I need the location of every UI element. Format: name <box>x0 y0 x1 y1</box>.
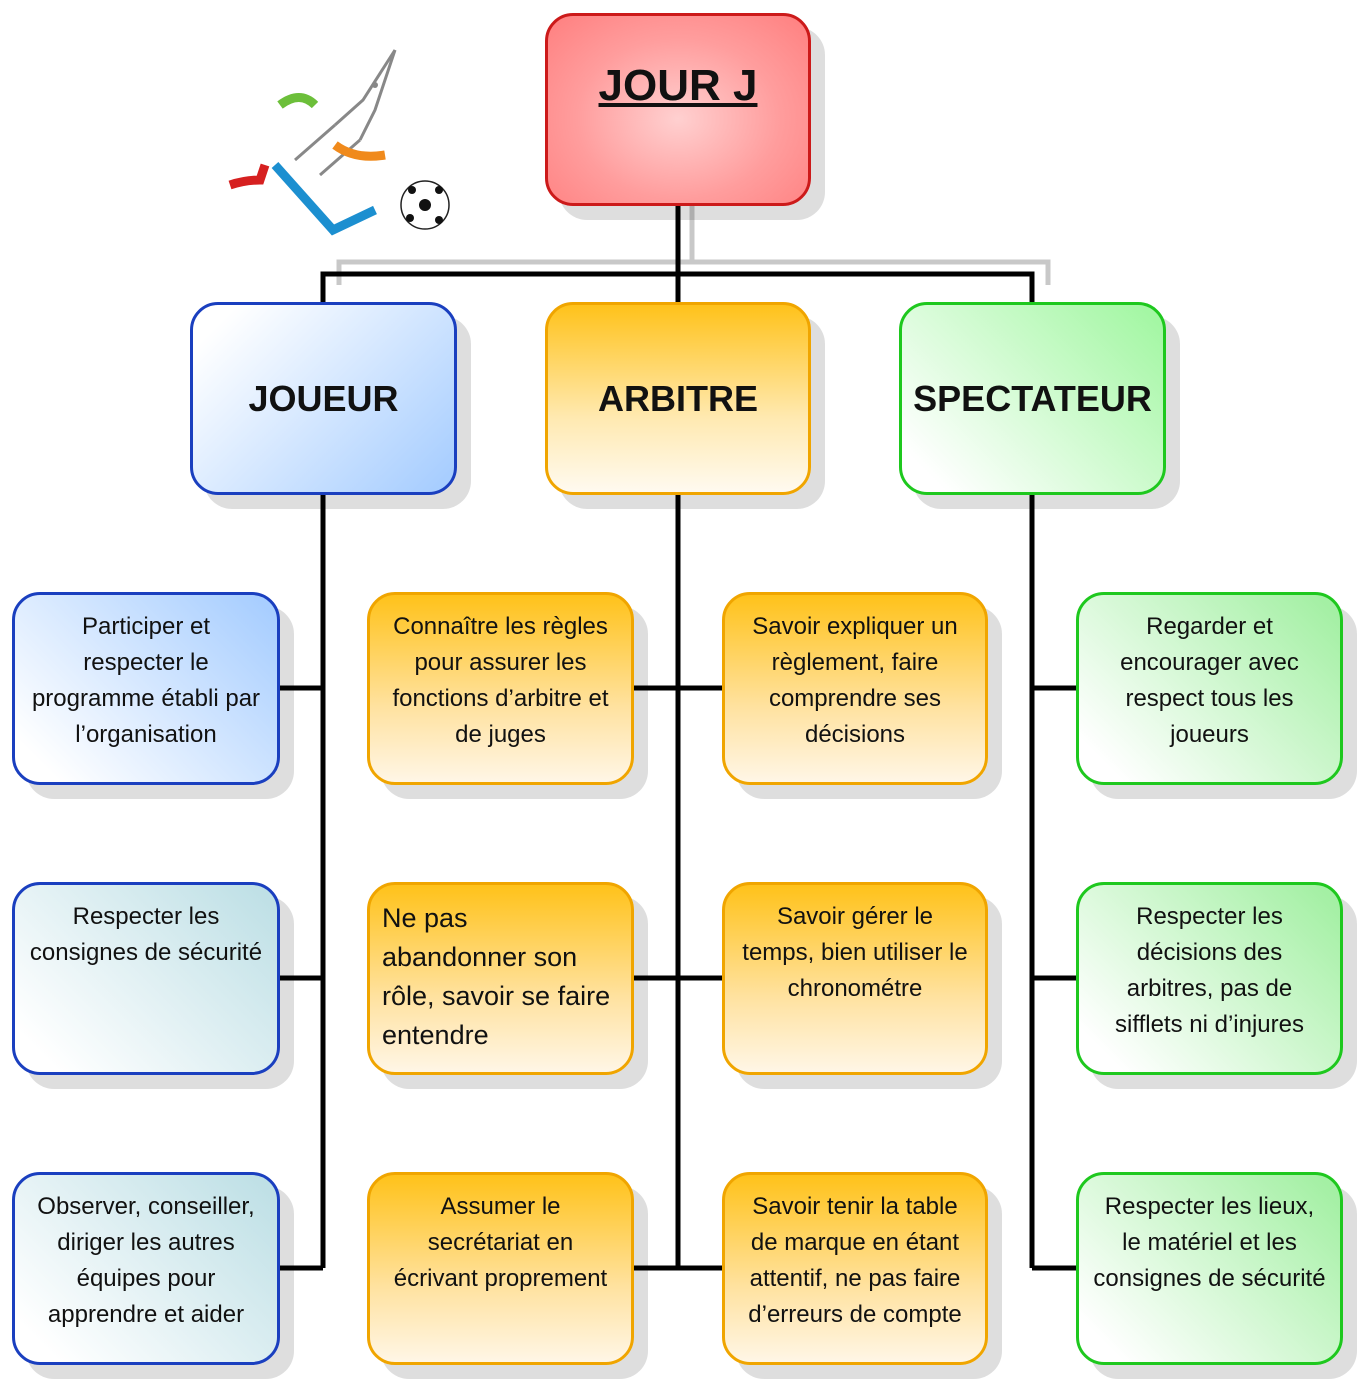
arbitre-header: ARBITRE <box>545 302 811 495</box>
arbitre-right-item-3: Savoir tenir la table de marque en étant… <box>722 1172 988 1365</box>
spectateur-item-text: Respecter les lieux, le matériel et les … <box>1093 1193 1326 1292</box>
arbitre-right-item-1: Savoir expliquer un règlement, faire com… <box>722 592 988 785</box>
arbitre-item-text: Savoir gérer le temps, bien utiliser le … <box>742 903 968 1002</box>
spectateur-header: SPECTATEUR <box>899 302 1166 495</box>
spectateur-item-3: Respecter les lieux, le matériel et les … <box>1076 1172 1343 1365</box>
joueur-item-3: Observer, conseiller, diriger les autres… <box>12 1172 280 1365</box>
arbitre-item-text: Connaître les règles pour assurer les fo… <box>392 613 609 748</box>
arbitre-left-item-1: Connaître les règles pour assurer les fo… <box>367 592 634 785</box>
joueur-item-1: Participer et respecter le programme éta… <box>12 592 280 785</box>
arbitre-right-item-2: Savoir gérer le temps, bien utiliser le … <box>722 882 988 1075</box>
joueur-header: JOUEUR <box>190 302 457 495</box>
joueur-title: JOUEUR <box>248 377 399 419</box>
joueur-item-text: Participer et respecter le programme éta… <box>31 613 261 748</box>
spectateur-item-text: Regarder et encourager avec respect tous… <box>1120 613 1299 748</box>
sport-logo-icon <box>228 49 450 236</box>
arbitre-left-item-2: Ne pas abandonner son rôle, savoir se fa… <box>367 882 634 1075</box>
root-label: JOUR J <box>598 61 758 110</box>
root-node: JOUR J <box>545 13 811 206</box>
spectateur-item-2: Respecter les décisions des arbitres, pa… <box>1076 882 1343 1075</box>
spectateur-title: SPECTATEUR <box>913 377 1152 419</box>
arbitre-left-item-3: Assumer le secrétariat en écrivant propr… <box>367 1172 634 1365</box>
joueur-item-text: Observer, conseiller, diriger les autres… <box>37 1193 255 1328</box>
soccer-ball-icon <box>400 180 450 230</box>
joueur-item-2: Respecter les consignes de sécurité <box>12 882 280 1075</box>
arbitre-title: ARBITRE <box>598 377 758 419</box>
arbitre-item-text: Savoir tenir la table de marque en étant… <box>748 1193 962 1328</box>
arbitre-item-text: Assumer le secrétariat en écrivant propr… <box>393 1193 608 1292</box>
arbitre-item-text: Ne pas abandonner son rôle, savoir se fa… <box>382 903 611 1050</box>
arbitre-item-text: Savoir expliquer un règlement, faire com… <box>752 613 958 748</box>
spectateur-item-1: Regarder et encourager avec respect tous… <box>1076 592 1343 785</box>
spectateur-item-text: Respecter les décisions des arbitres, pa… <box>1115 903 1304 1038</box>
joueur-item-text: Respecter les consignes de sécurité <box>29 903 263 966</box>
